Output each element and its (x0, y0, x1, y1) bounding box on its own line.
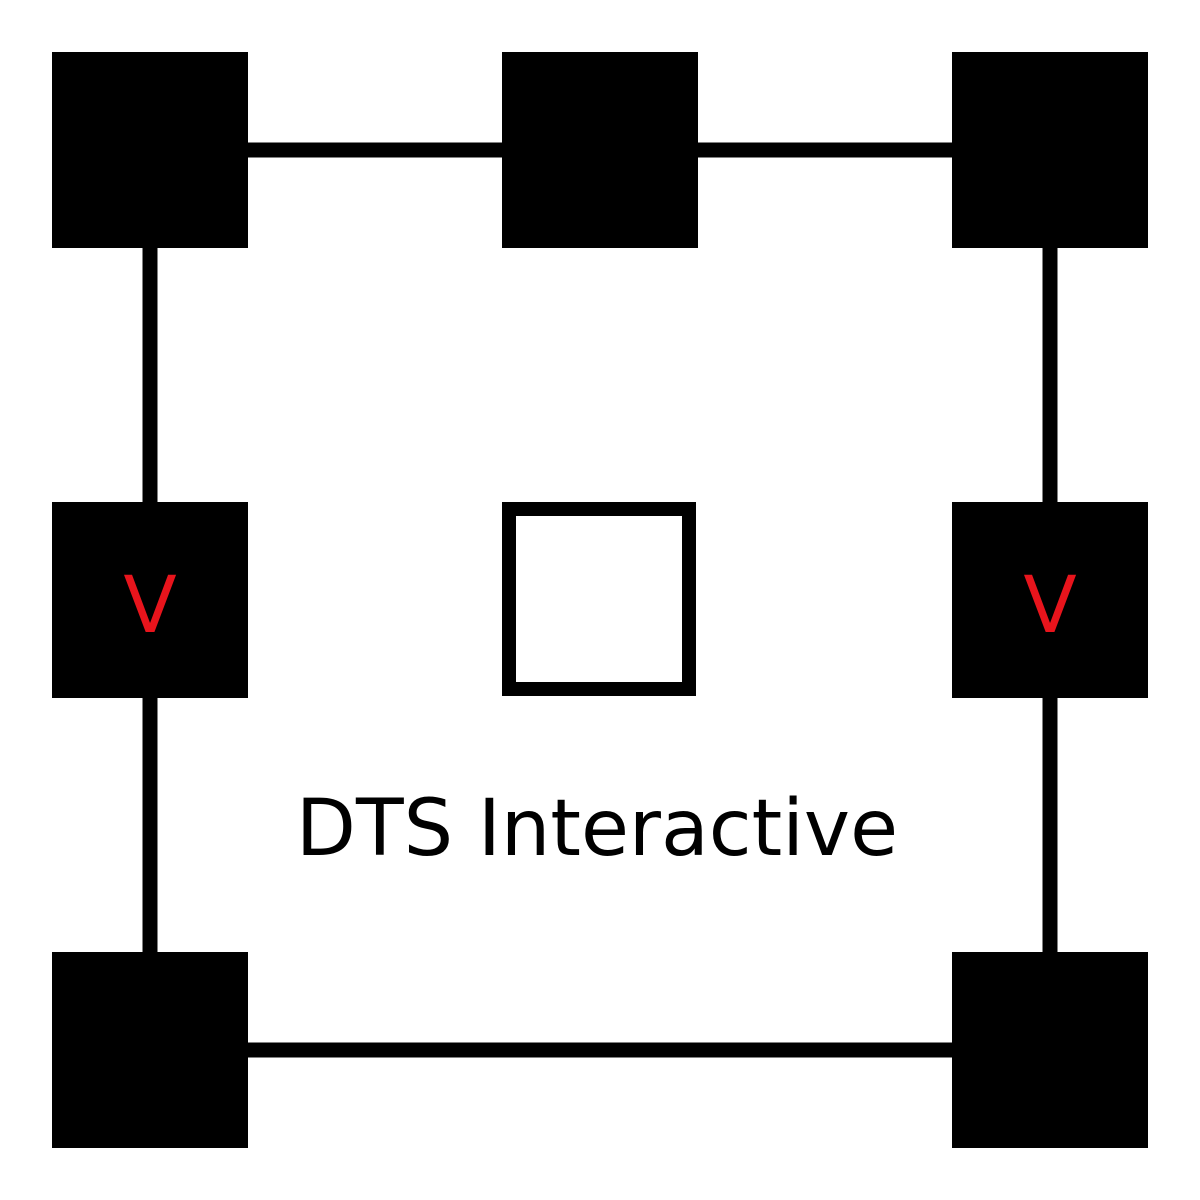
diagram-caption: DTS Interactive (296, 784, 898, 874)
speaker-rear-right (952, 952, 1148, 1148)
speaker-side-right (952, 502, 1148, 698)
speaker-right-label: V (1023, 561, 1076, 651)
speaker-left-label: V (123, 561, 176, 651)
listener-position (502, 502, 696, 696)
speaker-front-right (952, 52, 1148, 248)
speaker-front-left (52, 52, 248, 248)
speaker-rear-left (52, 952, 248, 1148)
speaker-front-center (502, 52, 698, 248)
speaker-side-left (52, 502, 248, 698)
